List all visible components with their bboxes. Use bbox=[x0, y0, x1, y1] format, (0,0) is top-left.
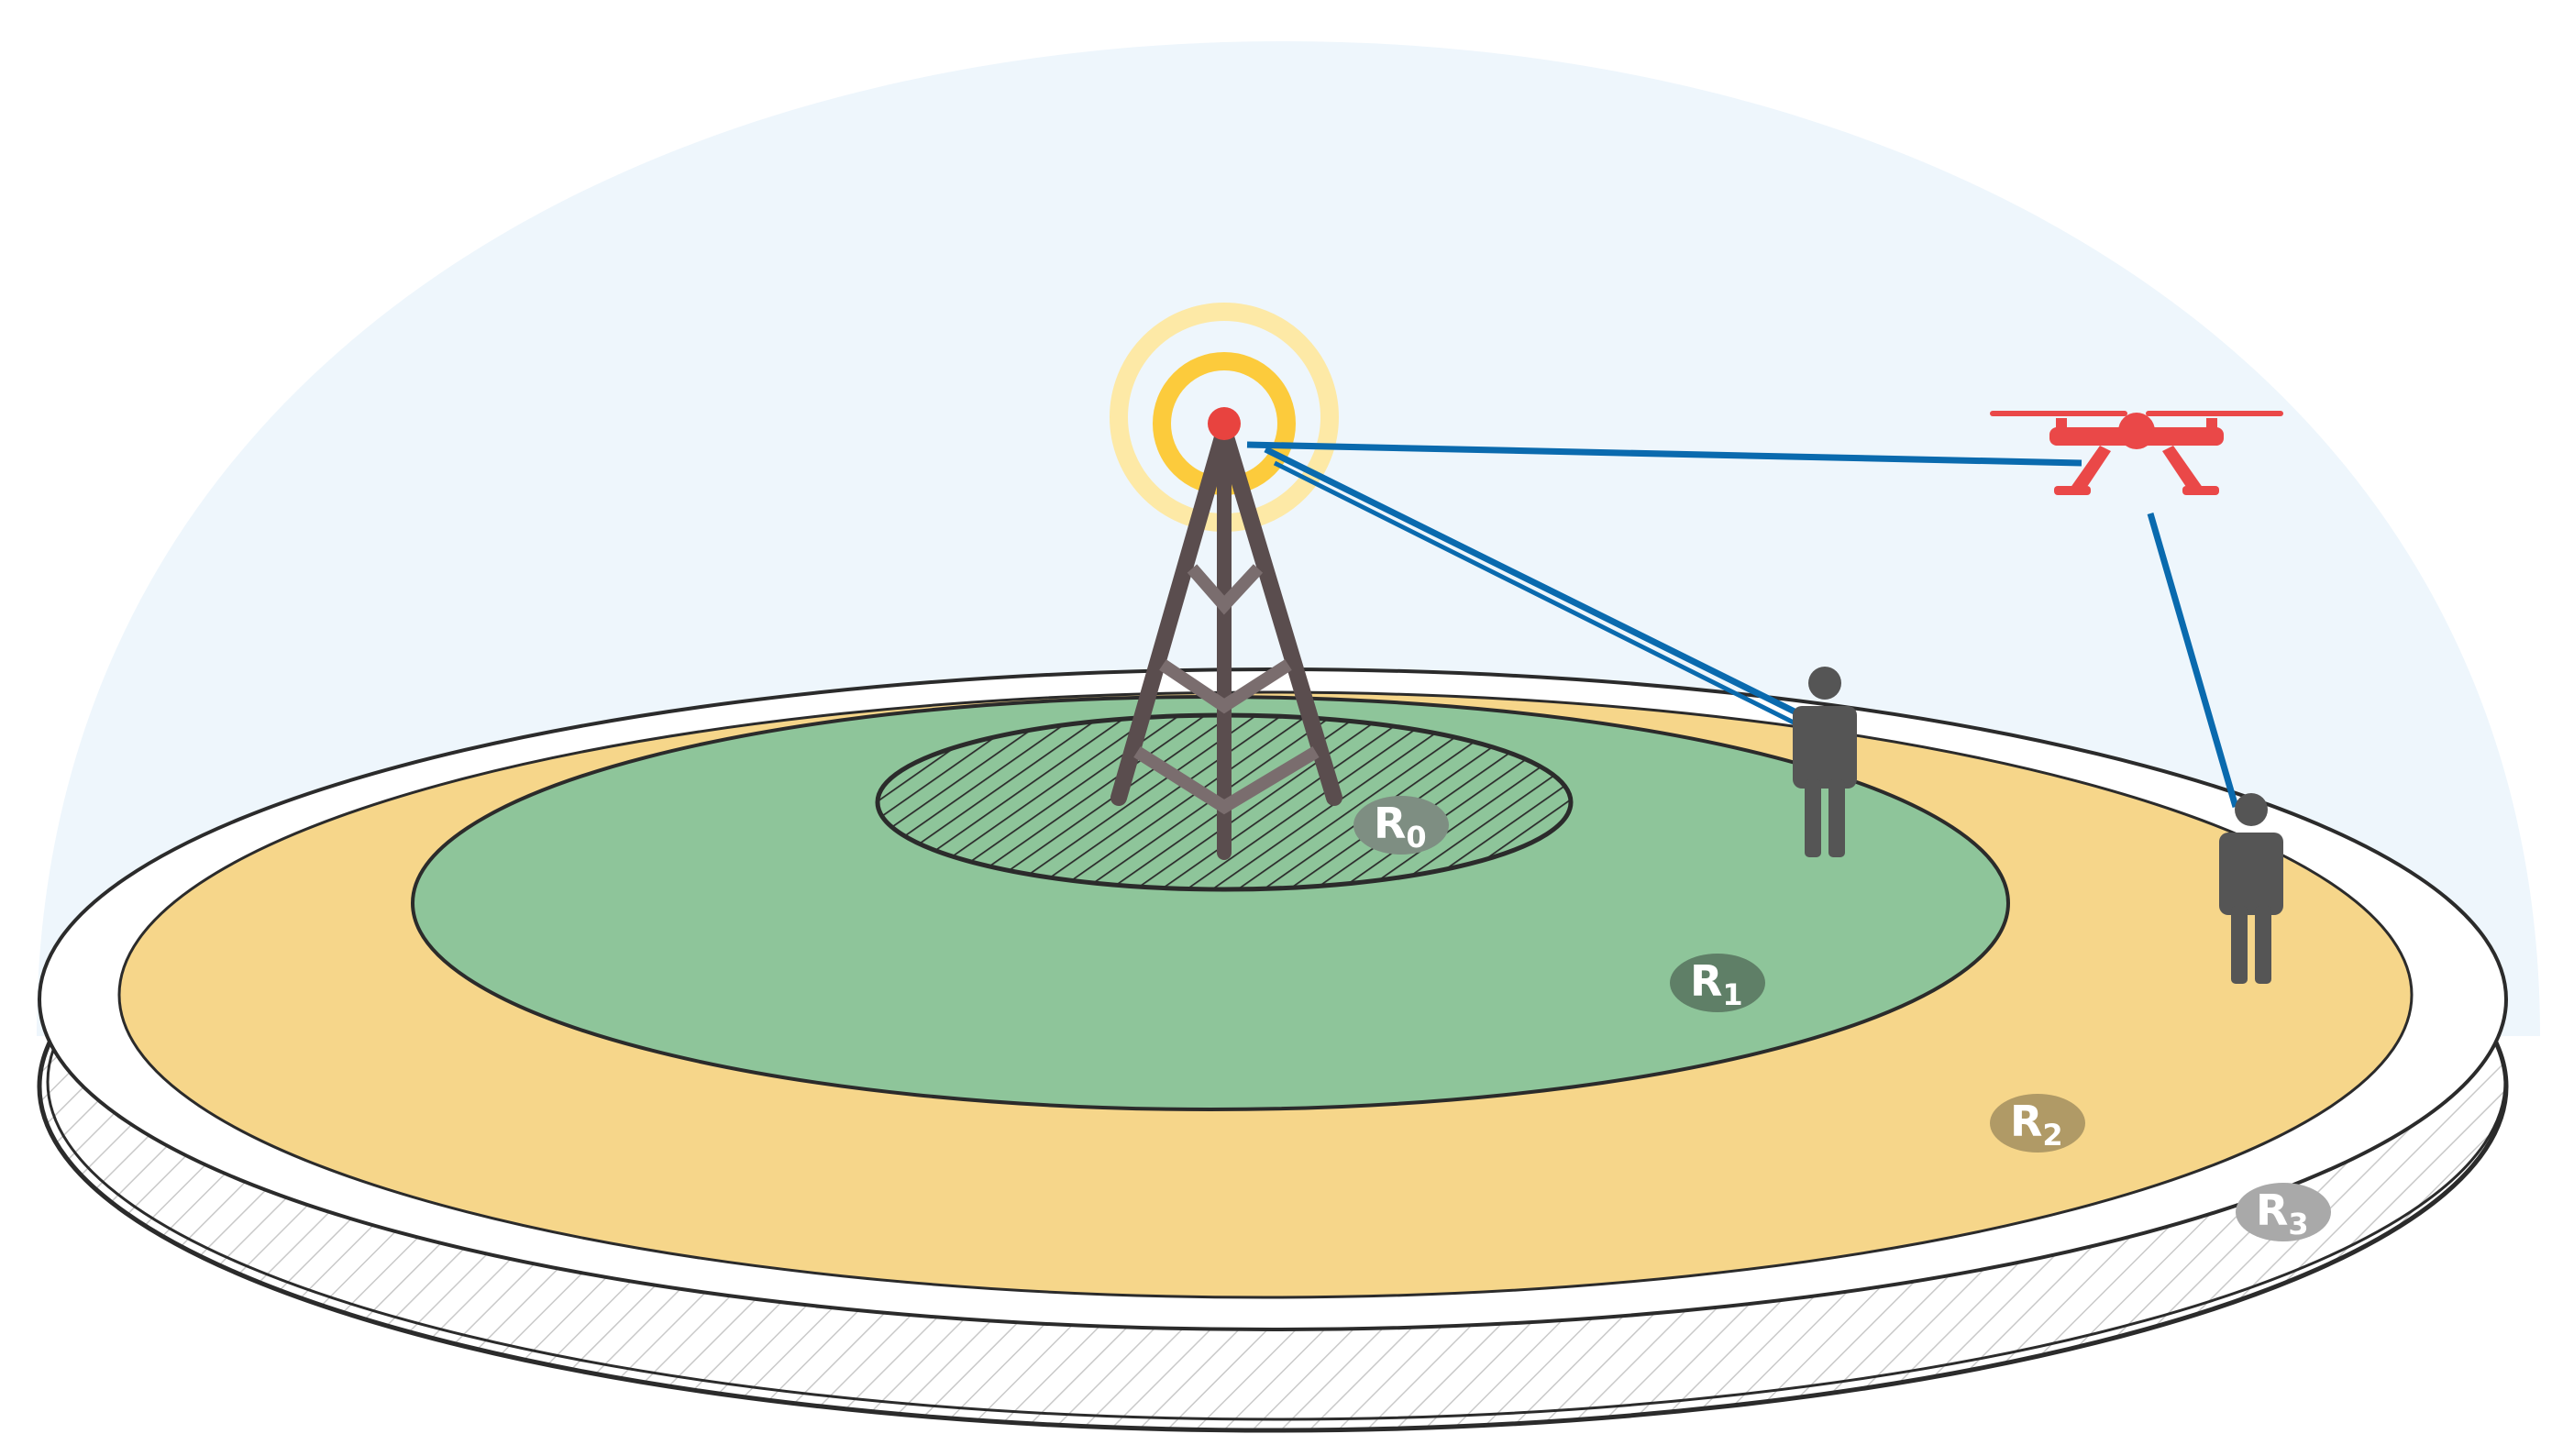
cell-tower-icon bbox=[1110, 423, 1342, 860]
drone-icon bbox=[1990, 411, 2283, 495]
svg-text:R1: R1 bbox=[1690, 956, 1743, 1012]
communication-links bbox=[1246, 441, 2239, 808]
region-label-r1: R1 bbox=[1670, 954, 1765, 1012]
region-label-r1-sub: 1 bbox=[1722, 977, 1742, 1012]
svg-text:R0: R0 bbox=[1374, 799, 1427, 855]
region-label-r3-name: R bbox=[2256, 1186, 2288, 1235]
region-label-r0-name: R bbox=[1374, 799, 1406, 848]
region-label-r2-sub: 2 bbox=[2042, 1118, 2062, 1153]
region-label-r3-sub: 3 bbox=[2288, 1207, 2308, 1241]
svg-text:R3: R3 bbox=[2256, 1186, 2309, 1241]
region-label-r2-name: R bbox=[2010, 1097, 2042, 1146]
region-label-r0: R0 bbox=[1353, 796, 1449, 855]
region-label-r2: R2 bbox=[1990, 1094, 2085, 1153]
antenna-tip bbox=[1208, 407, 1241, 440]
region-label-r0-sub: 0 bbox=[1406, 820, 1426, 855]
region-label-r3: R3 bbox=[2236, 1183, 2331, 1241]
person-icon bbox=[2219, 793, 2283, 984]
person-icon bbox=[1793, 667, 1857, 857]
region-label-r1-name: R bbox=[1690, 956, 1722, 1006]
svg-text:R2: R2 bbox=[2010, 1097, 2063, 1153]
